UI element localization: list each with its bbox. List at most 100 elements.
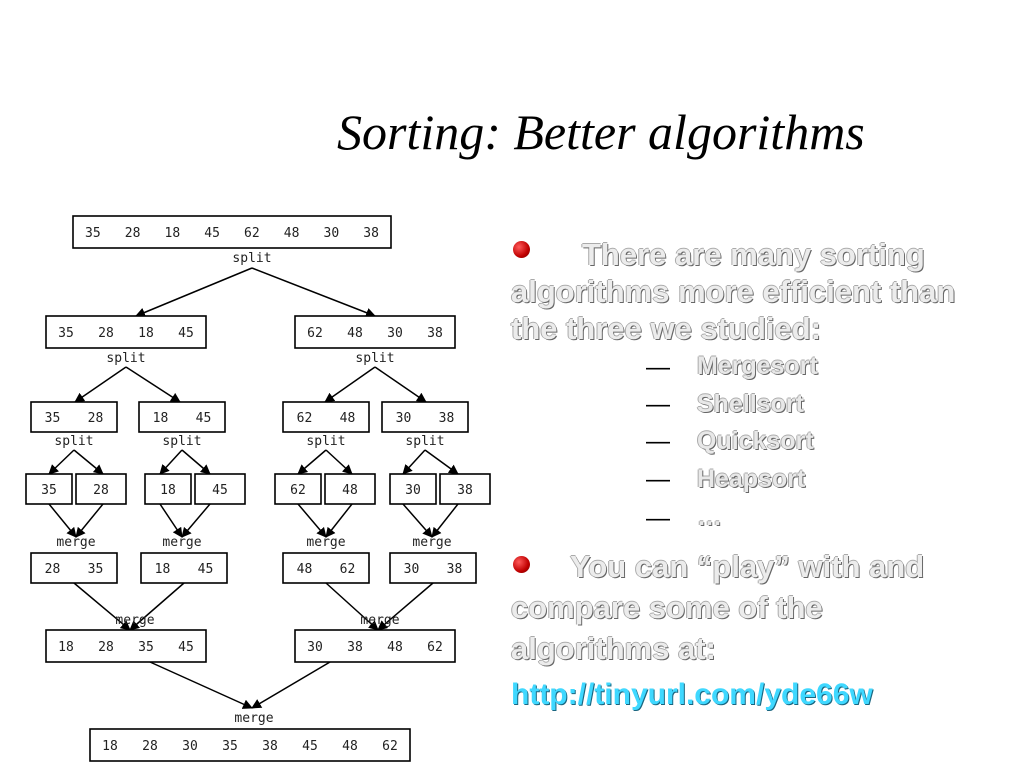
bullet-2-line-1: You can “play” with and	[570, 549, 925, 584]
level2-box-frame	[30, 401, 118, 433]
single-box-frame	[25, 473, 73, 505]
arrow	[374, 366, 427, 403]
single-box: 45	[194, 473, 246, 505]
number-cell: 18	[58, 640, 74, 655]
merge-label: merge	[234, 711, 273, 726]
arrow	[73, 449, 104, 475]
arrow	[73, 582, 131, 631]
list-dash: —	[646, 466, 670, 493]
number-cell: 28	[93, 483, 109, 498]
merge-label: merge	[56, 535, 95, 550]
number-cell: 38	[439, 411, 455, 426]
arrow	[325, 582, 379, 631]
single-box-frame	[75, 473, 127, 505]
number-cell: 48	[347, 326, 363, 341]
level2-box-frame	[138, 401, 226, 433]
arrow	[297, 449, 327, 475]
arrow	[48, 449, 75, 475]
algorithms-link[interactable]: http://tinyurl.com/yde66w	[511, 678, 873, 711]
arrow	[149, 661, 253, 709]
number-cell: 62	[307, 326, 323, 341]
arrow	[402, 503, 433, 538]
number-cell: 48	[284, 226, 300, 241]
merge1-box-frame	[282, 552, 370, 584]
arrow	[324, 366, 376, 403]
number-cell: 38	[262, 739, 278, 754]
number-cell: 35	[58, 326, 74, 341]
bullet-1-line-3: the three we studied:	[511, 311, 822, 346]
level2-box: 35 28	[30, 401, 118, 433]
level1-box-left-frame	[45, 315, 207, 349]
bullet-dot-1	[513, 241, 530, 258]
number-cell: 28	[98, 640, 114, 655]
number-cell: 45	[178, 326, 194, 341]
arrow	[251, 661, 331, 709]
arrow	[424, 449, 459, 475]
number-cell: 38	[457, 483, 473, 498]
number-cell: 30	[405, 483, 421, 498]
number-cell: 38	[363, 226, 379, 241]
arrow	[181, 449, 211, 475]
number-cell: 28	[45, 562, 61, 577]
list-item-ellipsis: …	[697, 503, 722, 531]
list-item-mergesort: Mergesort	[697, 352, 818, 380]
arrow	[431, 503, 459, 538]
slide-title: Sorting: Better algorithms	[337, 104, 865, 160]
number-cell: 35	[45, 411, 61, 426]
arrow	[297, 503, 327, 538]
number-cell: 28	[98, 326, 114, 341]
arrow	[181, 503, 211, 538]
number-cell: 45	[302, 739, 318, 754]
merge-label: merge	[306, 535, 345, 550]
split-label: split	[405, 434, 444, 449]
single-box: 30	[389, 473, 437, 505]
bullet-2-line-3: algorithms at:	[511, 631, 716, 666]
number-cell: 45	[178, 640, 194, 655]
bullet-2-line-2: compare some of the	[511, 590, 823, 625]
number-cell: 62	[382, 739, 398, 754]
arrow	[402, 449, 426, 475]
number-cell: 62	[340, 562, 356, 577]
merge1-box: 30 38	[389, 552, 477, 584]
list-dash: —	[646, 428, 670, 455]
number-cell: 18	[155, 562, 171, 577]
number-cell: 35	[85, 226, 101, 241]
arrow	[74, 366, 127, 403]
number-cell: 30	[387, 326, 403, 341]
single-box: 48	[324, 473, 376, 505]
number-cell: 30	[182, 739, 198, 754]
number-cell: 35	[138, 640, 154, 655]
number-cell: 28	[125, 226, 141, 241]
split-label: split	[106, 351, 145, 366]
number-cell: 45	[212, 483, 228, 498]
number-cell: 28	[88, 411, 104, 426]
arrow	[251, 267, 376, 318]
merge-label: merge	[412, 535, 451, 550]
final-array-box-frame	[89, 728, 411, 762]
number-cell: 62	[290, 483, 306, 498]
number-cell: 18	[153, 411, 169, 426]
level2-box-frame	[381, 401, 469, 433]
arrow	[325, 449, 353, 475]
level1-box-right-frame	[294, 315, 456, 349]
number-cell: 28	[142, 739, 158, 754]
level2-box-frame	[282, 401, 370, 433]
merge2-box-right-frame	[294, 629, 456, 663]
list-item-quicksort: Quicksort	[697, 427, 814, 455]
root-array-box-frame	[72, 215, 392, 249]
single-box: 28	[75, 473, 127, 505]
number-cell: 30	[324, 226, 340, 241]
merge1-box-frame	[389, 552, 477, 584]
number-cell: 38	[347, 640, 363, 655]
number-cell: 18	[138, 326, 154, 341]
number-cell: 38	[447, 562, 463, 577]
number-cell: 30	[404, 562, 420, 577]
number-cell: 30	[396, 411, 412, 426]
merge-label: merge	[162, 535, 201, 550]
